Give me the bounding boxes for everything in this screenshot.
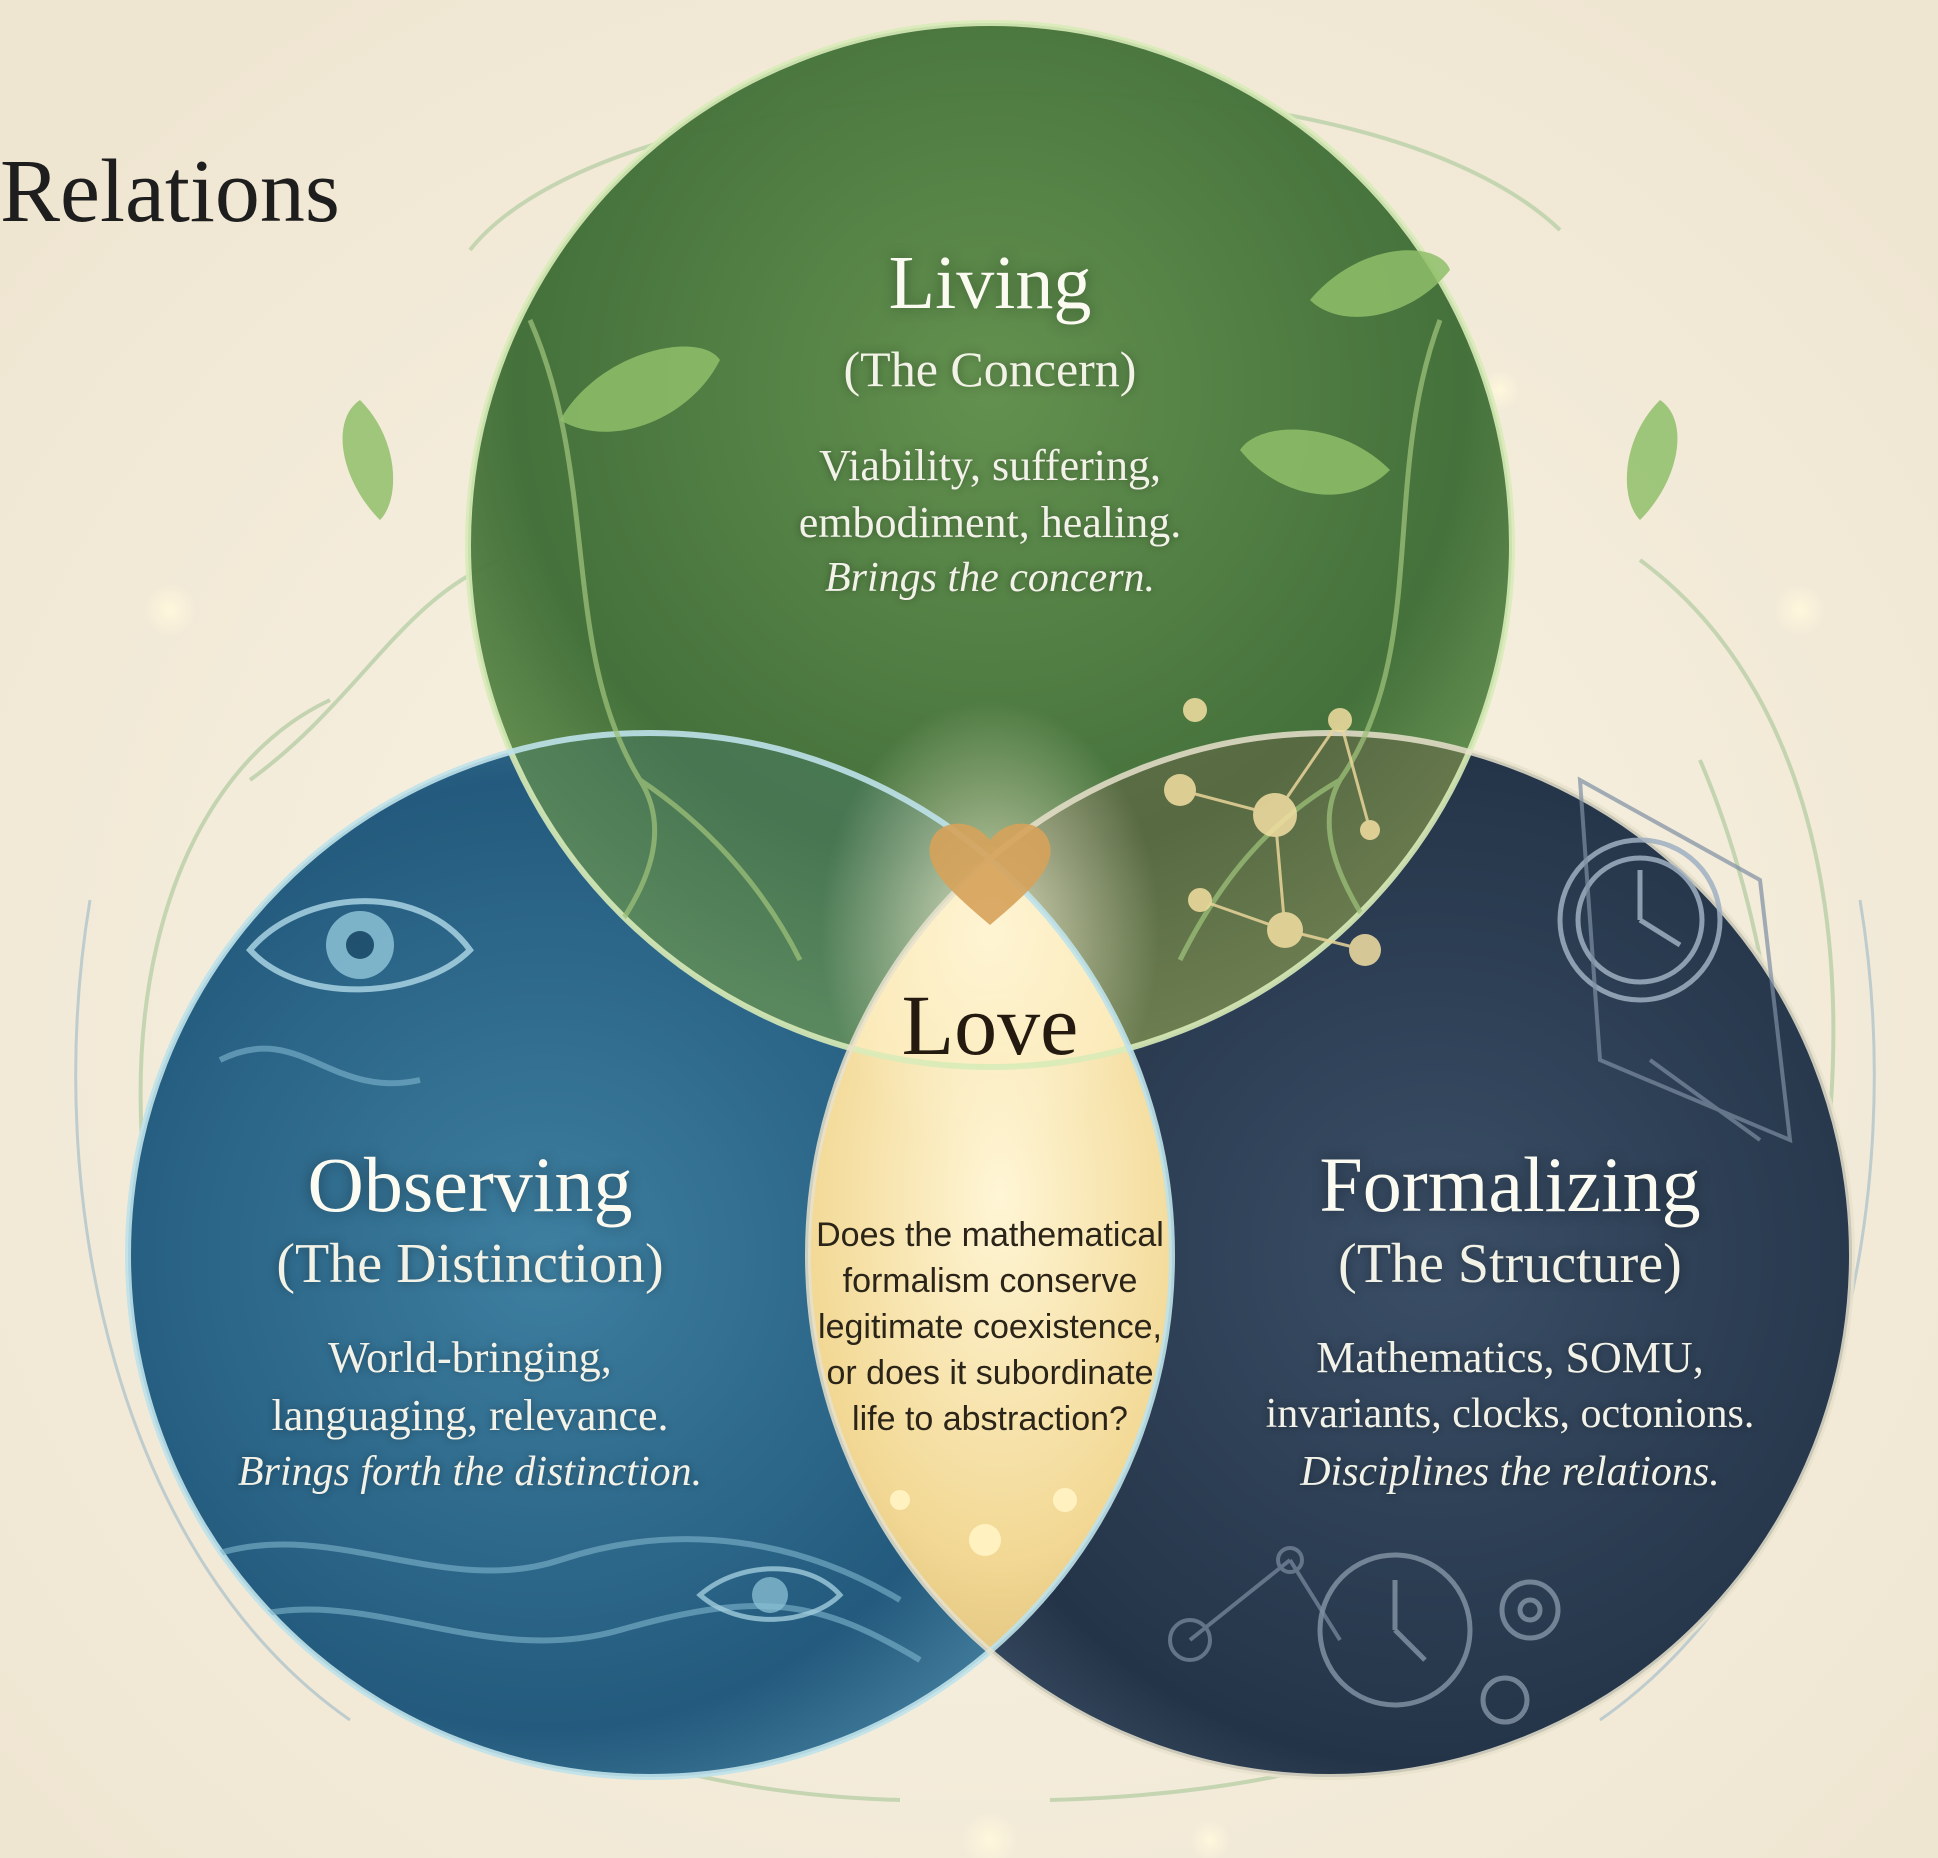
formalizing-heading: Formalizing: [1319, 1141, 1701, 1228]
heart-icon: [929, 823, 1051, 925]
living-line-2: embodiment, healing.: [798, 498, 1182, 547]
page-title: Relations: [0, 142, 340, 241]
center-dots: [890, 1488, 1077, 1556]
living-heading: Living: [888, 241, 1092, 325]
living-italic: Brings the concern.: [824, 555, 1156, 601]
observing-line-1: World-bringing,: [328, 1333, 612, 1382]
center-label: Love: [901, 977, 1079, 1073]
living-line-1: Viability, suffering,: [819, 441, 1161, 490]
living-subheading: (The Concern): [843, 341, 1137, 397]
formalizing-subheading: (The Structure): [1338, 1233, 1682, 1295]
center-question-line-4: or does it subordinate: [826, 1354, 1154, 1392]
leaf-icon: [342, 250, 1678, 520]
center-question: Does the mathematical formalism conserve…: [760, 1212, 1220, 1442]
observing-line-2: languaging, relevance.: [271, 1391, 669, 1440]
center-question-line-5: life to abstraction?: [852, 1400, 1128, 1438]
clock-icon: [1317, 1552, 1473, 1708]
center-question-line-3: legitimate coexistence,: [818, 1308, 1162, 1346]
formalizing-italic: Disciplines the relations.: [1300, 1449, 1720, 1495]
observing-italic: Brings forth the distinction.: [237, 1449, 703, 1495]
eye-icon: [246, 898, 474, 993]
formalizing-line-1: Mathematics, SOMU,: [1316, 1333, 1704, 1382]
clock-icon: [1557, 837, 1723, 1003]
network-icon: [1164, 698, 1381, 966]
observing-heading: Observing: [307, 1141, 633, 1228]
formalizing-line-2: invariants, clocks, octonions.: [1265, 1391, 1755, 1437]
observing-subheading: (The Distinction): [276, 1233, 664, 1295]
gear-icon: [1480, 1579, 1561, 1725]
eye-icon: [696, 1566, 844, 1622]
center-question-line-1: Does the mathematical: [816, 1216, 1164, 1254]
center-question-line-2: formalism conserve: [842, 1262, 1138, 1300]
geometry-decoration: [1168, 776, 1793, 1662]
wave-decoration: [198, 1045, 922, 1663]
